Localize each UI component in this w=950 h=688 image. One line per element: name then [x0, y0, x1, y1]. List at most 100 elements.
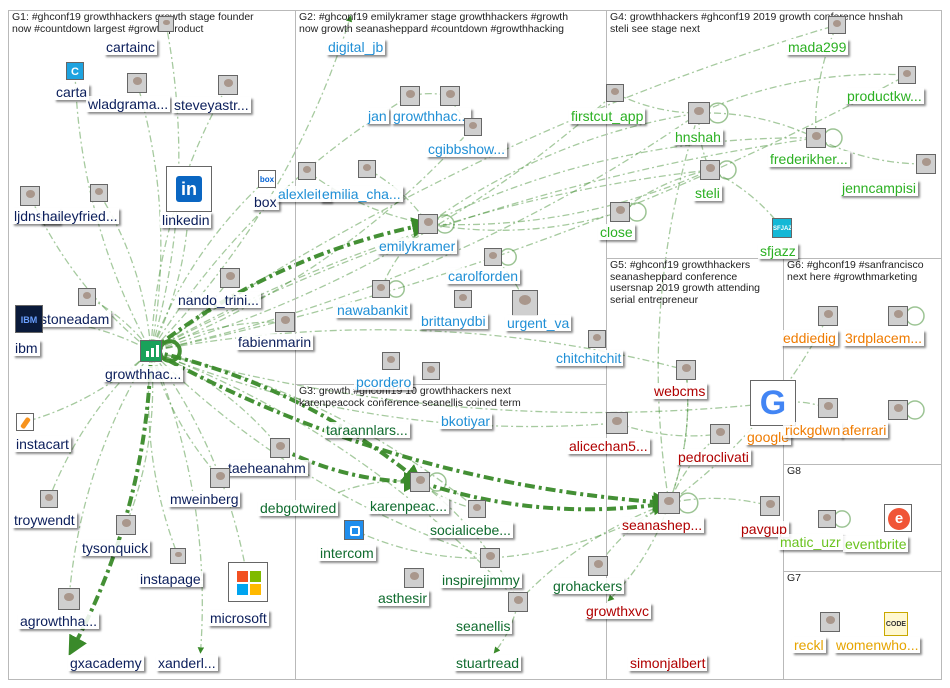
edge-growthhac1-hnshah — [150, 112, 701, 352]
node-label: 3rdplacem... — [843, 330, 925, 346]
edge-growthhac1-productkw — [150, 74, 909, 352]
group-g8-panel: G8 — [783, 464, 942, 572]
avatar — [916, 154, 936, 174]
node-label: haileyfried... — [40, 208, 120, 224]
node-label: emilykramer — [377, 238, 458, 254]
node-label: steli — [693, 185, 722, 201]
avatar — [588, 556, 608, 576]
group-g4-title: G4: growthhackers #ghconf19 2019 growth … — [610, 11, 904, 35]
edge-frederikher-jenncampisi — [815, 137, 928, 168]
node-label: xanderl... — [156, 655, 218, 671]
node-label: reckl — [792, 637, 826, 653]
edge-emilykramer-hnshah — [427, 110, 701, 225]
avatar — [422, 362, 440, 380]
avatar — [688, 102, 710, 124]
edge-emilykramer-close — [427, 210, 622, 231]
avatar — [116, 515, 136, 535]
box-logo-icon: box — [258, 170, 276, 188]
eventbrite-logo-icon: e — [884, 504, 912, 532]
avatar — [468, 500, 486, 518]
node-label: pcordero — [354, 374, 414, 390]
edge-growthhac1-cgibbshow — [150, 126, 474, 352]
edge-debgotwired-karenpeac — [338, 478, 422, 494]
node-label: growthhac... — [391, 108, 472, 124]
edge-growthhac1-alicechan5 — [150, 350, 619, 428]
group-g8-title: G8 — [787, 465, 802, 477]
avatar — [158, 16, 174, 32]
node-label: webcms — [652, 383, 708, 399]
node-label: intercom — [318, 545, 376, 561]
node-label: chitchitchit — [554, 350, 624, 366]
avatar — [218, 75, 238, 95]
avatar — [898, 66, 916, 84]
node-label: close — [598, 224, 635, 240]
node-label: taraannlars... — [324, 422, 410, 438]
growthhackers-logo-icon — [140, 340, 162, 362]
intercom-logo-icon — [344, 520, 364, 540]
node-label: stuartread — [454, 655, 522, 671]
node-label: carolforden — [446, 268, 521, 284]
node-label: eventbrite — [843, 536, 909, 552]
avatar — [58, 588, 80, 610]
edge-alexleite-emilykramer — [306, 170, 430, 227]
node-label: mweinberg — [168, 491, 241, 507]
node-label: carta — [54, 84, 90, 100]
node-label: fabienmarin — [236, 334, 314, 350]
avatar — [588, 330, 606, 348]
edge-growthhac1-fabienmarin — [150, 318, 287, 352]
node-label: nawabankit — [335, 302, 410, 318]
avatar — [820, 612, 840, 632]
avatar — [404, 568, 424, 588]
avatar — [20, 186, 40, 206]
node-label: pavgup — [739, 521, 789, 537]
carta-logo-icon: C — [66, 62, 84, 80]
avatar — [484, 248, 502, 266]
node-label: seanashep... — [620, 517, 705, 533]
node-label: simonjalbert — [628, 655, 708, 671]
node-label: growthhac... — [103, 366, 184, 382]
edge-growthhac1-inspirejimmy — [150, 350, 492, 560]
node-label: matic_uzr — [778, 534, 843, 550]
node-label: cartainc — [104, 39, 158, 55]
node-label: brittanydbi — [419, 313, 488, 329]
node-label: rickgdwn — [783, 422, 843, 438]
avatar — [676, 360, 696, 380]
avatar — [512, 290, 538, 316]
edge-emilykramer-steli — [427, 169, 712, 226]
edge-growthhac1-webcms — [150, 329, 688, 372]
group-g3-title: G3: growth #ghconf19 10 growthhackers ne… — [299, 385, 521, 409]
node-label: sfjazz — [758, 243, 798, 259]
node-label: pedroclivati — [676, 449, 751, 465]
avatar — [40, 490, 58, 508]
node-label: bkotiyar — [439, 413, 493, 429]
node-label: emilia_cha... — [320, 186, 403, 202]
avatar — [400, 86, 420, 106]
edge-steli-close — [618, 169, 711, 213]
womenwhocode-logo-icon: CODE — [884, 612, 908, 636]
avatar — [90, 184, 108, 202]
node-label: aferrari — [840, 422, 889, 438]
ibm-logo-icon: IBM — [15, 305, 43, 333]
carrot-icon — [16, 413, 34, 431]
node-label: productkw... — [845, 88, 924, 104]
node-label: urgent_va — [505, 315, 572, 331]
edge-emilykramer-frederikher — [427, 134, 818, 225]
edge-karenpeac-seanashep — [419, 480, 673, 516]
node-label: cgibbshow... — [426, 141, 508, 157]
avatar — [888, 306, 908, 326]
avatar — [372, 280, 390, 298]
node-label: nando_trini... — [176, 292, 261, 308]
node-label: gxacademy — [68, 655, 144, 671]
edge-growthhac1-instacart — [23, 350, 152, 424]
node-label: instapage — [138, 571, 203, 587]
node-label: firstcut_app — [569, 108, 646, 124]
node-label: eddiedig — [781, 330, 838, 346]
edge-hnshah-frederikher — [698, 112, 818, 139]
node-label: google — [745, 429, 792, 445]
node-label: steveyastr... — [172, 97, 251, 113]
node-label: taeheanahm — [226, 460, 308, 476]
edge-seanashep-inspirejimmy — [488, 502, 670, 561]
avatar — [270, 438, 290, 458]
edge-growthhac1-karenpeac — [150, 349, 424, 485]
